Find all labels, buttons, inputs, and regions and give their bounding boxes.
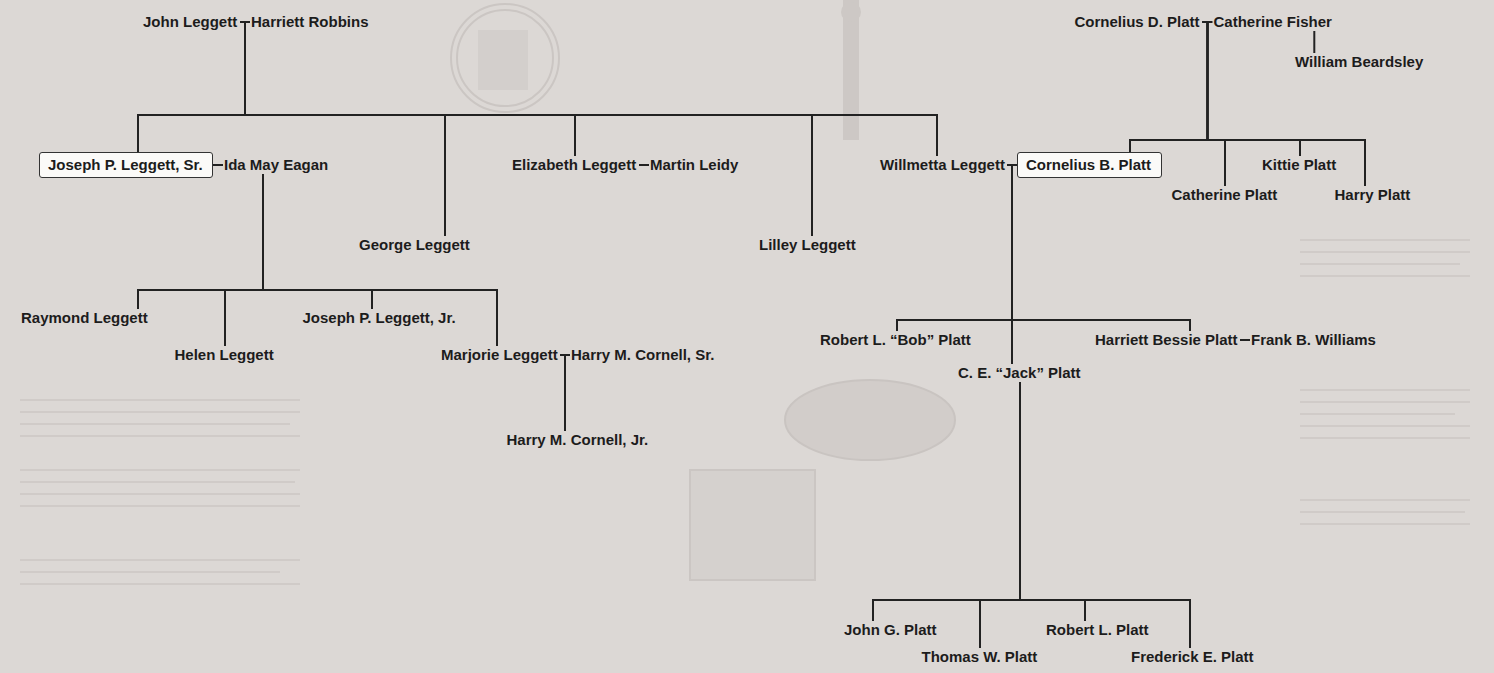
- person-node: Raymond Leggett: [20, 309, 150, 327]
- person-node: Harry Platt: [1334, 186, 1413, 204]
- descent-line: [980, 382, 1020, 648]
- person-node: Cornelius D. Platt: [1074, 13, 1203, 31]
- person-name: Harriett Robbins: [251, 13, 370, 31]
- descent-line: [873, 382, 1020, 621]
- descent-line: [1020, 382, 1085, 621]
- person-name: Cornelius D. Platt: [1075, 13, 1202, 31]
- descent-line: [138, 174, 263, 309]
- person-name: Harry M. Cornell, Sr.: [571, 346, 716, 364]
- person-name: Elizabeth Leggett: [512, 156, 638, 174]
- descent-line: [240, 22, 575, 156]
- person-node: Willmetta Leggett: [879, 156, 1007, 174]
- person-name: Robert L. Platt: [1046, 621, 1150, 639]
- person-node: Harriett Bessie Platt: [1094, 331, 1240, 349]
- person-node: Frederick E. Platt: [1130, 648, 1256, 666]
- descent-line: [225, 174, 263, 346]
- person-name: William Beardsley: [1295, 53, 1425, 71]
- person-node: Kittie Platt: [1261, 156, 1339, 174]
- person-node: Robert L. Platt: [1045, 621, 1151, 639]
- person-name: John Leggett: [143, 13, 239, 31]
- person-name: C. E. “Jack” Platt: [958, 364, 1082, 382]
- marriage-line: [213, 164, 223, 166]
- person-box: Cornelius B. Platt: [1017, 152, 1162, 178]
- person-node: John G. Platt: [843, 621, 939, 639]
- person-node: Joseph P. Leggett, Jr.: [302, 309, 459, 327]
- descent-line: [240, 22, 445, 236]
- person-node: Martin Leidy: [649, 156, 741, 174]
- person-name: Harry Platt: [1335, 186, 1412, 204]
- person-node: George Leggett: [358, 236, 472, 254]
- descent-line: [1203, 22, 1301, 156]
- person-name: Joseph P. Leggett, Jr.: [303, 309, 458, 327]
- person-name: Willmetta Leggett: [880, 156, 1006, 174]
- descent-line: [1130, 22, 1208, 152]
- person-name: Catherine Fisher: [1214, 13, 1334, 31]
- person-node: Lilley Leggett: [758, 236, 858, 254]
- person-node: William Beardsley: [1294, 53, 1426, 71]
- marriage-line: [639, 164, 649, 166]
- person-name: Thomas W. Platt: [922, 648, 1039, 666]
- person-name: Frederick E. Platt: [1131, 648, 1255, 666]
- person-name: Harriett Bessie Platt: [1095, 331, 1239, 349]
- person-name: Cornelius B. Platt: [1026, 156, 1153, 174]
- person-node: Harriett Robbins: [250, 13, 371, 31]
- person-name: Helen Leggett: [175, 346, 276, 364]
- person-node: Catherine Platt: [1171, 186, 1280, 204]
- person-name: Frank B. Williams: [1251, 331, 1377, 349]
- person-node: Elizabeth Leggett: [511, 156, 639, 174]
- person-node: John Leggett: [142, 13, 240, 31]
- person-node: Helen Leggett: [174, 346, 277, 364]
- descent-line: [1020, 382, 1190, 648]
- person-node: Marjorie Leggett: [440, 346, 560, 364]
- marriage-line: [1240, 339, 1250, 341]
- person-name: Ida May Eagan: [224, 156, 330, 174]
- person-name: Harry M. Cornell, Jr.: [507, 431, 650, 449]
- person-name: Martin Leidy: [650, 156, 740, 174]
- descent-line: [1007, 165, 1190, 331]
- person-node: Thomas W. Platt: [921, 648, 1040, 666]
- descent-line: [240, 22, 937, 156]
- person-node: Catherine Fisher: [1213, 13, 1335, 31]
- person-name: Marjorie Leggett: [441, 346, 559, 364]
- person-name: Joseph P. Leggett, Sr.: [48, 156, 204, 174]
- person-box: Joseph P. Leggett, Sr.: [39, 152, 213, 178]
- person-node: Ida May Eagan: [223, 156, 331, 174]
- descent-line: [1203, 22, 1366, 186]
- person-node: Harry M. Cornell, Sr.: [570, 346, 717, 364]
- descent-line: [1313, 31, 1315, 53]
- descent-line: [560, 355, 565, 431]
- person-name: Catherine Platt: [1172, 186, 1279, 204]
- person-name: Raymond Leggett: [21, 309, 149, 327]
- descent-line: [263, 174, 497, 346]
- descent-line: [240, 22, 812, 236]
- person-node: Robert L. “Bob” Platt: [819, 331, 973, 349]
- person-name: Kittie Platt: [1262, 156, 1338, 174]
- person-name: George Leggett: [359, 236, 471, 254]
- descent-line: [897, 165, 1012, 331]
- descent-line: [263, 174, 372, 309]
- person-name: Lilley Leggett: [759, 236, 857, 254]
- person-node: Harry M. Cornell, Jr.: [506, 431, 651, 449]
- person-name: John G. Platt: [844, 621, 938, 639]
- person-node: C. E. “Jack” Platt: [957, 364, 1083, 382]
- descent-line: [138, 22, 245, 152]
- person-node: Frank B. Williams: [1250, 331, 1378, 349]
- descent-line: [1203, 22, 1226, 186]
- person-name: Robert L. “Bob” Platt: [820, 331, 972, 349]
